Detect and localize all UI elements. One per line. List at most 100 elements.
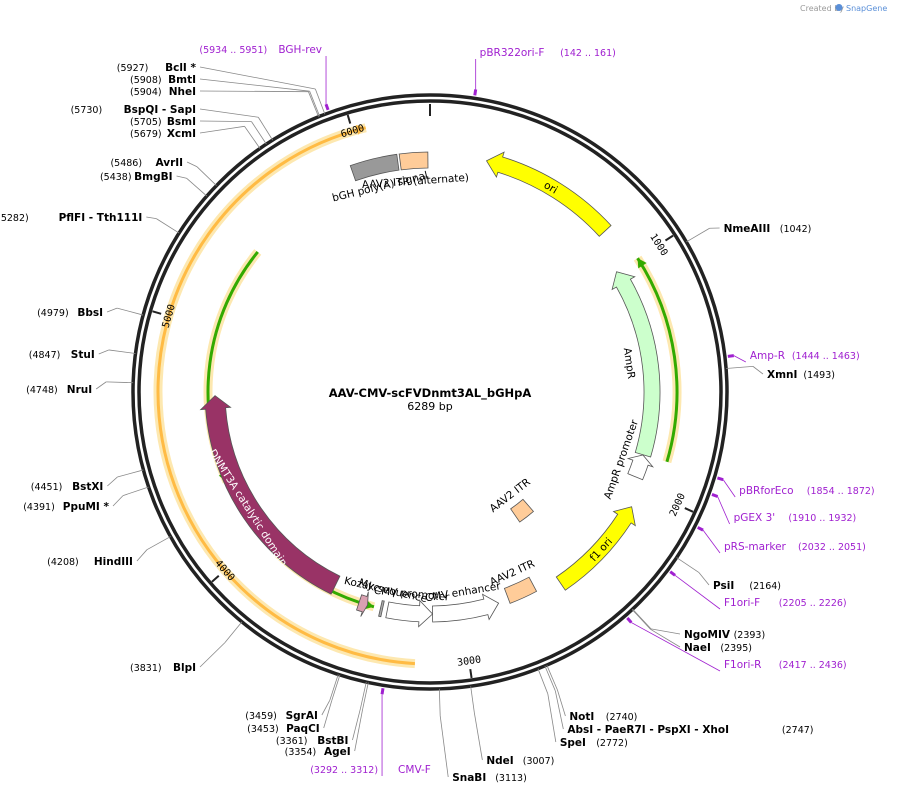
enzyme-leader (251, 121, 267, 145)
enzyme-leader (117, 469, 144, 478)
enzyme-name: NaeI (684, 642, 711, 654)
primer-name: CMV-F (398, 764, 431, 776)
feature-ampr[interactable]: AmpR (611, 271, 661, 458)
enzyme-site-psii[interactable]: PsiI(2164) (676, 557, 781, 592)
enzyme-site-ngomiv[interactable]: NgoMIV(2393) (632, 608, 766, 641)
primer-prs-marker[interactable]: pRS-marker(2032 .. 2051) (697, 526, 866, 554)
enzyme-site-nmeaiii[interactable]: NmeAIII(1042) (686, 223, 811, 243)
primer-leader (674, 574, 721, 610)
primer-position: (1910 .. 1932) (788, 513, 856, 524)
enzyme-site-bspqi-sapi[interactable]: BspQI - SapI(5730) (71, 104, 273, 141)
enzyme-site-avrii[interactable]: AvrII(5486) (110, 157, 217, 186)
enzyme-position: (3453) (247, 724, 279, 735)
feature-f1-ori[interactable]: f1 ori (555, 506, 636, 591)
enzyme-leader (199, 108, 259, 118)
primer-mark (697, 526, 704, 532)
primer-position: (1854 .. 1872) (807, 486, 875, 497)
enzyme-site-absi-paer7i-pspxi-xhoi[interactable]: AbsI - PaeR7I - PspXI - XhoI (2747) (544, 665, 814, 736)
enzyme-leader (308, 91, 319, 117)
enzyme-leader (196, 166, 217, 186)
enzyme-site-bmti[interactable]: BmtI(5908) (130, 74, 321, 117)
enzyme-site-paqci[interactable]: PaqCI (3453) (247, 674, 341, 735)
enzyme-site-bcli[interactable]: BclI *(5927) (117, 62, 326, 115)
primer-mark (717, 476, 724, 482)
primer-pbr322ori-f[interactable]: pBR322ori-F(142 .. 161) (473, 47, 616, 96)
enzyme-site-bstbi[interactable]: BstBI(3361) (276, 681, 367, 747)
enzyme-position: (5282) (0, 213, 29, 224)
primer-name: BGH-rev (278, 44, 322, 56)
primer-leader (722, 479, 736, 498)
enzyme-site-spei[interactable]: SpeI(2772) (537, 668, 628, 749)
feature-label: Myc (357, 577, 381, 595)
enzyme-site-xmni[interactable]: XmnI(1493) (726, 365, 835, 381)
enzyme-name: XmnI (767, 369, 797, 381)
orf-arrow[interactable] (633, 255, 682, 464)
enzyme-site-sgrai[interactable]: SgrAI (3459) (245, 674, 339, 722)
tick-mark (684, 507, 694, 513)
enzyme-site-ndei[interactable]: NdeI(3007) (470, 686, 555, 767)
feature-shape (555, 506, 636, 591)
primer-mark (626, 616, 633, 624)
enzyme-name: SgrAI (286, 710, 318, 722)
enzyme-leader (98, 349, 109, 355)
backbone (131, 93, 729, 691)
enzyme-name: HindIII (94, 556, 133, 568)
enzyme-site-nrui[interactable]: NruI(4748) (26, 381, 134, 396)
enzyme-site-bbsi[interactable]: BbsI(4979) (37, 307, 144, 319)
primer-leader (631, 622, 721, 672)
enzyme-site-nhei[interactable]: NheI(5904) (130, 86, 319, 117)
primer-leader (733, 355, 747, 363)
enzyme-site-bmgbi[interactable]: BmgBI(5438) (100, 171, 208, 197)
enzyme-leader (537, 668, 549, 694)
enzyme-leader (186, 161, 198, 168)
orf-arrow[interactable] (153, 123, 416, 669)
primer-position: (5934 .. 5951) (199, 45, 267, 56)
feature-shape (626, 454, 654, 481)
enzyme-name: PaqCI (286, 723, 320, 735)
feature-ori[interactable]: ori (485, 151, 612, 237)
enzyme-site-agei[interactable]: AgeI(3354) (285, 682, 369, 758)
feature-aav2-itr[interactable]: AAV2 ITR (488, 476, 535, 523)
feature-myc[interactable]: Myc (356, 577, 382, 617)
primer-mark (473, 89, 478, 96)
feature-shape (432, 593, 500, 623)
enzyme-leader (199, 120, 252, 123)
primer-cmv-f[interactable]: CMV-F(3292 .. 3312) (310, 688, 431, 776)
enzyme-site-xcmi[interactable]: XcmI(5679) (130, 125, 261, 149)
enzyme-site-noti[interactable]: NotI(2740) (546, 664, 638, 723)
enzyme-site-blpi[interactable]: BlpI(3831) (130, 621, 243, 674)
enzyme-leader (122, 486, 149, 496)
enzyme-leader (632, 608, 652, 630)
enzyme-leader (362, 682, 369, 710)
enzyme-site-hindiii[interactable]: HindIII(4208) (47, 536, 171, 568)
enzyme-position: (2747) (782, 725, 814, 736)
feature-shape (385, 599, 434, 628)
enzyme-site-naei[interactable]: NaeI(2395) (631, 609, 752, 654)
enzyme-leader (439, 715, 449, 778)
enzyme-leader (557, 689, 566, 717)
enzyme-leader (650, 628, 681, 648)
enzyme-site-stui[interactable]: StuI(4847) (29, 349, 136, 361)
primer-position: (142 .. 161) (560, 48, 616, 59)
primer-bgh-rev[interactable]: BGH-rev (5934 .. 5951) (199, 44, 330, 111)
enzyme-leader (438, 688, 441, 716)
feature-label: AmpR (621, 347, 637, 380)
tick-mark (664, 234, 674, 242)
primer-position: (2417 .. 2436) (779, 660, 847, 671)
enzyme-leader (199, 78, 310, 92)
enzyme-name: PpuMI * (63, 501, 110, 513)
enzyme-name: AbsI - PaeR7I - PspXI - XhoI (567, 724, 729, 736)
primer-pbrforeco[interactable]: pBRforEco(1854 .. 1872) (717, 476, 875, 498)
enzyme-site-ppumi[interactable]: PpuMI *(4391) (23, 486, 149, 513)
primer-f1ori-f[interactable]: F1ori-F(2205 .. 2226) (669, 570, 847, 610)
enzyme-site-bstxi[interactable]: BstXI(4451) (31, 469, 144, 493)
primer-f1ori-r[interactable]: F1ori-R(2417 .. 2436) (626, 616, 847, 672)
enzyme-position: (3459) (245, 711, 277, 722)
enzyme-site-snabi[interactable]: SnaBI(3113) (438, 688, 527, 784)
primer-amp-r[interactable]: Amp-R(1444 .. 1463) (727, 350, 860, 363)
primer-pgex-3[interactable]: pGEX 3'(1910 .. 1932) (711, 493, 856, 525)
enzyme-position: (2740) (606, 712, 638, 723)
enzyme-name: BsmI (167, 116, 196, 128)
enzyme-site-pflfi-tth111i[interactable]: PflFI - Tth111I(5282) (0, 212, 180, 234)
enzyme-site-bsmi[interactable]: BsmI(5705) (130, 116, 267, 145)
